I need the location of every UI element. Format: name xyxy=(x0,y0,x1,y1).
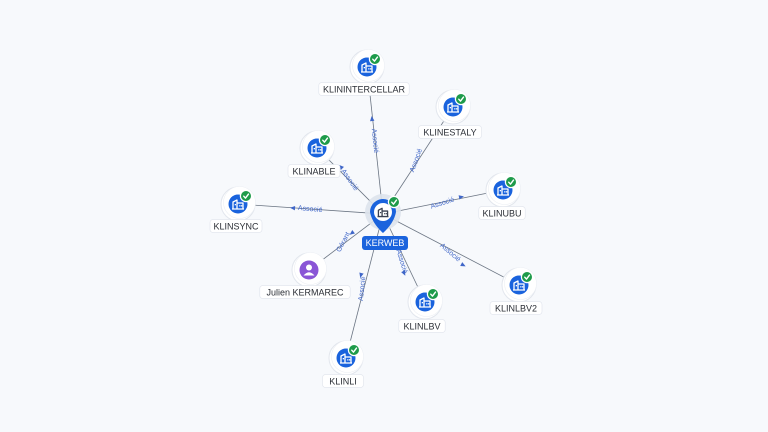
edge-label-klinli: Associé xyxy=(358,276,368,301)
node-klinsync[interactable]: KLINSYNC xyxy=(209,186,263,233)
verified-check-icon xyxy=(368,52,382,66)
node-klinlbv-label: KLINLBV xyxy=(398,319,446,333)
node-klinsync-label-text: KLINSYNC xyxy=(213,222,259,232)
edge-label-julien: Gérant xyxy=(336,231,352,253)
node-klinestaly[interactable]: KLINESTALY xyxy=(418,89,482,139)
edge-label-klinubu: Associé xyxy=(430,196,456,210)
building-icon xyxy=(497,185,509,196)
verified-check-icon xyxy=(520,270,534,284)
person-icon xyxy=(303,264,315,276)
node-klinli[interactable]: KLINLI xyxy=(322,340,364,388)
center-label-text: KERWEB xyxy=(366,238,405,248)
node-klinubu[interactable]: KLINUBU xyxy=(478,172,526,220)
node-klinintercellar[interactable]: KLININTERCELLAR xyxy=(318,49,410,96)
verified-check-icon xyxy=(318,133,332,147)
verified-check-icon xyxy=(387,195,401,209)
building-icon xyxy=(377,207,389,218)
building-icon xyxy=(340,353,352,364)
node-klinlbv2[interactable]: KLINLBV2 xyxy=(489,267,543,315)
edge-arrow-icon xyxy=(401,270,406,276)
node-klinubu-label-text: KLINUBU xyxy=(482,209,521,219)
node-klinestaly-label-text: KLINESTALY xyxy=(423,128,476,138)
node-klinintercellar-label-text: KLININTERCELLAR xyxy=(323,85,406,95)
node-klinlbv2-label-text: KLINLBV2 xyxy=(495,304,537,314)
edge-label-klinlbv: Associé xyxy=(395,249,409,275)
edge-arrow-icon xyxy=(290,205,296,211)
edge-line xyxy=(382,213,520,286)
nodes-layer: KLININTERCELLAR KLINESTALY KLINABLE KLINUBU… xyxy=(209,49,543,388)
node-klinubu-label: KLINUBU xyxy=(478,206,526,220)
node-klinestaly-label: KLINESTALY xyxy=(418,125,482,139)
edge-arrow-icon xyxy=(370,116,375,122)
node-klinable-label-text: KLINABLE xyxy=(292,167,335,177)
building-icon xyxy=(513,280,525,291)
edge-arrow-icon xyxy=(460,262,466,267)
verified-check-icon xyxy=(454,92,468,106)
node-klinable[interactable]: KLINABLE xyxy=(287,130,341,178)
edge-arrow-icon xyxy=(359,272,364,278)
verified-check-icon xyxy=(504,175,518,189)
edge-arrow-icon xyxy=(458,195,464,200)
verified-check-icon xyxy=(347,343,361,357)
center-node[interactable]: KERWEB xyxy=(362,194,408,250)
building-icon xyxy=(232,199,244,210)
edge-label-klinable: Associé xyxy=(339,168,359,192)
verified-check-icon xyxy=(426,287,440,301)
node-julien[interactable]: Julien KERMAREC xyxy=(259,252,351,299)
building-icon xyxy=(419,297,431,308)
node-klinlbv-label-text: KLINLBV xyxy=(403,322,440,332)
edge-klinli: Associé xyxy=(345,213,384,359)
node-klinintercellar-label: KLININTERCELLAR xyxy=(318,82,410,96)
building-icon xyxy=(447,102,459,113)
node-klinlbv[interactable]: KLINLBV xyxy=(398,284,446,333)
verified-check-icon xyxy=(239,189,253,203)
edge-label-klinsync: Associé xyxy=(298,205,323,214)
node-julien-label: Julien KERMAREC xyxy=(259,285,351,299)
edge-klinsync: Associé xyxy=(237,203,384,215)
node-klinable-label: KLINABLE xyxy=(287,164,341,178)
node-klinsync-label: KLINSYNC xyxy=(209,219,263,233)
edge-label-klinestaly: Associé xyxy=(409,148,424,174)
building-icon xyxy=(361,62,373,73)
edge-line xyxy=(382,189,504,215)
node-klinlbv2-label: KLINLBV2 xyxy=(489,301,543,315)
edge-line xyxy=(237,203,384,215)
edge-arrow-icon xyxy=(349,230,355,235)
node-julien-label-text: Julien KERMAREC xyxy=(266,288,344,298)
center-label: KERWEB xyxy=(362,236,408,250)
edge-label-klinintercellar: Associé xyxy=(370,128,380,153)
building-icon xyxy=(311,143,323,154)
node-klinli-label-text: KLINLI xyxy=(329,377,357,387)
node-klinli-label: KLINLI xyxy=(322,374,364,388)
